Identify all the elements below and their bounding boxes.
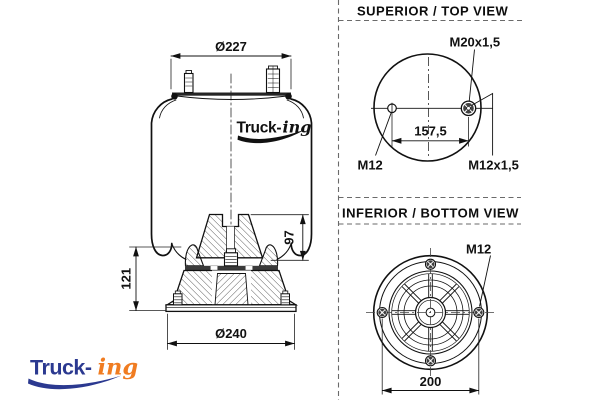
dim-label-top-diameter: Ø227 (215, 39, 247, 54)
bolt-west (376, 306, 388, 319)
bottom-view: M12 200 (366, 242, 495, 395)
dim-bottom-diameter (167, 313, 295, 350)
label-thread-top: M20x1,5 (450, 35, 501, 50)
watermark-swoosh (237, 129, 305, 144)
footer-brand-bold: Truck- (30, 356, 92, 380)
base-stud-right (280, 290, 290, 306)
top-view-leaders (375, 49, 494, 156)
dim-piston-height (129, 246, 182, 312)
stud-right-air-fitting (265, 65, 281, 94)
dim-bumper-height (250, 214, 309, 261)
bottom-view-spokes (392, 274, 469, 351)
dim-bolt-spacing-top (391, 114, 469, 147)
bottom-view-bolts (376, 258, 485, 367)
panel-borders (337, 0, 524, 400)
top-plate (172, 92, 291, 96)
dim-label-bumper-height: 97 (282, 230, 297, 244)
dim-label-piston-height: 121 (119, 268, 134, 290)
footer-swoosh (28, 375, 122, 390)
dim-bolt-spacing-bottom (381, 318, 480, 395)
watermark-brand-script: ing (283, 118, 312, 137)
bolt-north (424, 258, 437, 270)
main-side-view: Ø227 Truck- ing (119, 39, 313, 350)
piston (164, 213, 299, 313)
dim-top-diameter (170, 53, 292, 90)
base-plate (165, 304, 297, 313)
top-view-thread-hole (460, 100, 477, 117)
base-stud-left (173, 290, 183, 306)
dim-label-bolt-spacing-bottom: 200 (420, 374, 442, 389)
center-bolt (223, 248, 239, 267)
top-view-bolt-left (387, 102, 397, 114)
label-bottom-bolt: M12 (466, 242, 491, 257)
footer-brand-script: ing (98, 355, 139, 381)
bolt-south (424, 355, 437, 367)
bottom-view-title: INFERIOR / BOTTOM VIEW (342, 206, 519, 221)
top-view-title: SUPERIOR / TOP VIEW (357, 4, 509, 19)
top-view-circle (373, 53, 482, 162)
piston-center-column (214, 273, 249, 306)
top-view: 157,5 M20x1,5 M12 M12x1,5 (358, 35, 519, 173)
label-bolt-left: M12 (358, 158, 383, 173)
top-bead-line (176, 95, 288, 100)
stud-left (183, 70, 194, 94)
bottom-view-leader (479, 255, 491, 307)
watermark-brand-bold: Truck- (237, 120, 282, 137)
crimp-right (285, 93, 292, 100)
flange-ear-left (184, 244, 205, 267)
footer-logo: Truck- ing (28, 355, 138, 390)
label-bolt-right: M12x1,5 (468, 158, 519, 173)
bellows-outline (150, 98, 313, 261)
dim-label-bottom-diameter: Ø240 (215, 326, 247, 341)
watermark-logo: Truck- ing (237, 118, 312, 144)
piston-top-plate (185, 265, 278, 271)
crimp-left (171, 93, 178, 100)
dim-label-bolt-spacing-top: 157,5 (414, 124, 447, 139)
bolt-east (473, 306, 485, 319)
